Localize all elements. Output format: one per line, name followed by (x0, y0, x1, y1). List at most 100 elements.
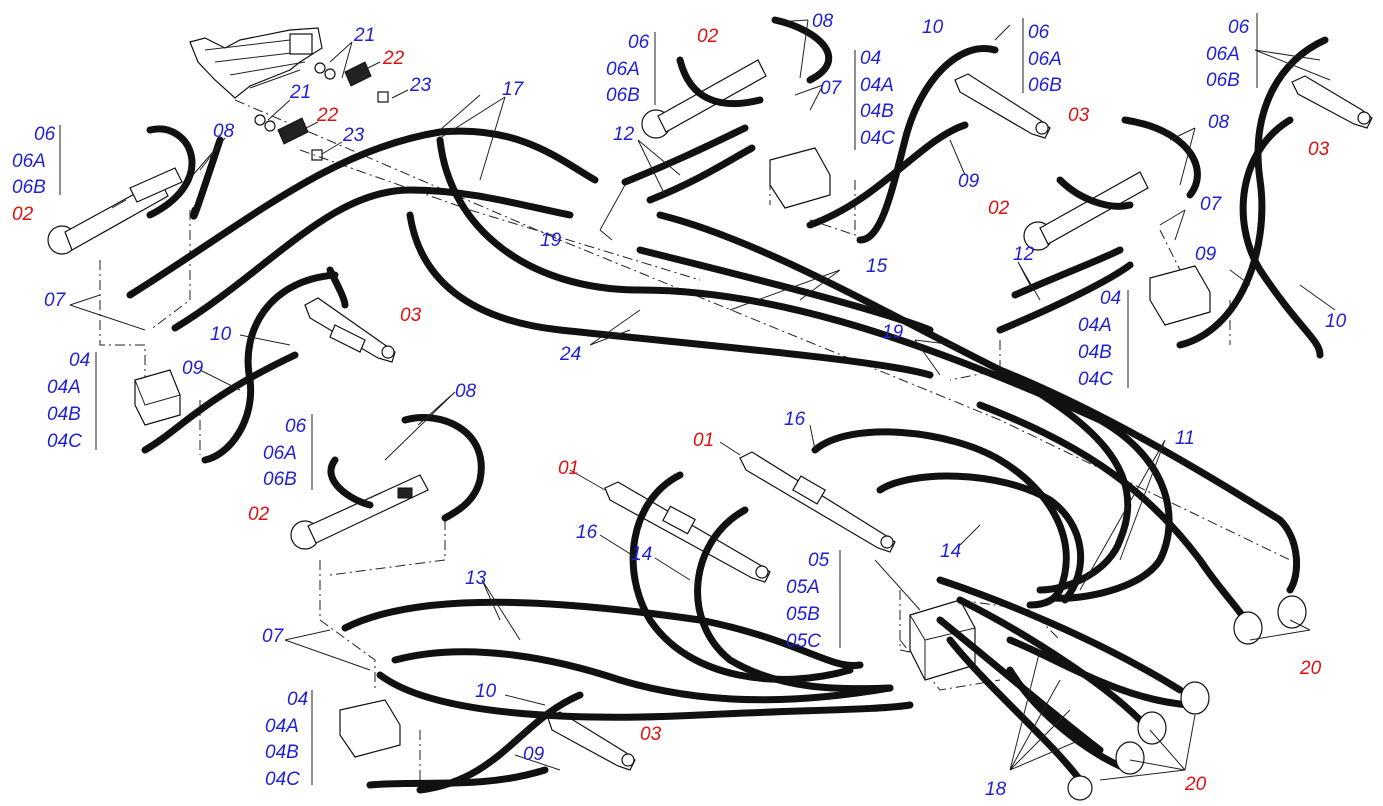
label-19: 19 (882, 322, 904, 343)
label-10: 10 (922, 17, 944, 38)
label-04: 04 (860, 48, 881, 69)
label-07: 07 (44, 290, 67, 311)
label-04A: 04A (47, 377, 81, 398)
label-05B: 05B (786, 604, 820, 625)
label-23: 23 (409, 75, 432, 96)
label-13: 13 (465, 568, 487, 589)
valve-block-top (769, 147, 831, 209)
label-03: 03 (400, 305, 422, 326)
label-14: 14 (631, 544, 652, 565)
label-04A: 04A (1078, 315, 1112, 336)
cylinder-02-top (641, 59, 767, 139)
label-08: 08 (1208, 112, 1230, 133)
label-06: 06 (1028, 22, 1050, 43)
valve-block-bottom (339, 699, 401, 758)
label-09: 09 (523, 744, 545, 765)
label-22: 22 (382, 48, 405, 69)
label-04A: 04A (265, 716, 299, 737)
label-06: 06 (285, 416, 307, 437)
cylinder-02-left (47, 167, 183, 255)
label-09: 09 (1195, 244, 1217, 265)
label-04: 04 (287, 689, 308, 710)
label-04C: 04C (47, 431, 82, 452)
label-16: 16 (576, 522, 598, 543)
label-03: 03 (1308, 139, 1330, 160)
label-07: 07 (1200, 194, 1223, 215)
label-02: 02 (12, 204, 34, 225)
label-10: 10 (475, 681, 497, 702)
label-06: 06 (628, 32, 650, 53)
label-06: 06 (1228, 17, 1250, 38)
label-01: 01 (693, 430, 714, 451)
label-20: 20 (1184, 774, 1207, 795)
label-03: 03 (1068, 105, 1090, 126)
label-16: 16 (784, 409, 806, 430)
label-04C: 04C (1078, 369, 1113, 390)
part-labels: 21 22 23 21 22 23 17 06 06A 06B 02 08 07… (12, 11, 1347, 800)
label-09: 09 (958, 171, 980, 192)
label-10: 10 (1325, 311, 1347, 332)
label-02: 02 (988, 198, 1010, 219)
label-07: 07 (820, 78, 843, 99)
label-06A: 06A (606, 59, 640, 80)
label-12: 12 (613, 124, 635, 145)
valve-block-left (134, 369, 181, 426)
label-08: 08 (455, 381, 477, 402)
quick-couplers-20 (1067, 595, 1307, 801)
label-08: 08 (213, 121, 235, 142)
label-21: 21 (353, 25, 375, 46)
label-12: 12 (1013, 244, 1035, 265)
label-06: 06 (34, 124, 56, 145)
label-10: 10 (210, 324, 232, 345)
label-06A: 06A (1028, 49, 1062, 70)
label-11: 11 (1175, 428, 1195, 449)
label-20: 20 (1299, 658, 1322, 679)
label-05C: 05C (786, 631, 821, 652)
label-06A: 06A (12, 151, 46, 172)
label-05: 05 (808, 550, 830, 571)
label-04: 04 (69, 350, 90, 371)
label-04: 04 (1100, 288, 1121, 309)
label-06A: 06A (1206, 44, 1240, 65)
label-02: 02 (697, 26, 719, 47)
label-24: 24 (559, 344, 581, 365)
label-04C: 04C (265, 769, 300, 790)
label-07: 07 (262, 626, 285, 647)
label-15: 15 (866, 256, 888, 277)
label-18: 18 (985, 779, 1007, 800)
cylinder-01-right (739, 451, 896, 553)
label-06A: 06A (263, 443, 297, 464)
label-04B: 04B (47, 404, 81, 425)
label-03: 03 (640, 724, 662, 745)
label-23: 23 (342, 125, 365, 146)
cylinder-01-left (604, 481, 771, 583)
label-06B: 06B (1028, 75, 1062, 96)
label-06B: 06B (263, 469, 297, 490)
label-04C: 04C (860, 128, 895, 149)
cylinder-02-center (290, 474, 429, 550)
label-22: 22 (316, 105, 339, 126)
hoses (126, 16, 1329, 794)
label-04B: 04B (1078, 342, 1112, 363)
label-17: 17 (502, 79, 525, 100)
cylinder-03-left (304, 297, 396, 363)
cylinder-03-top (954, 73, 1051, 139)
label-06B: 06B (606, 85, 640, 106)
label-08: 08 (812, 11, 834, 32)
label-05A: 05A (786, 577, 820, 598)
label-06B: 06B (12, 177, 46, 198)
leader-lines (69, 19, 1336, 781)
label-02: 02 (248, 504, 270, 525)
label-06B: 06B (1206, 70, 1240, 91)
label-04A: 04A (860, 75, 894, 96)
label-04B: 04B (265, 742, 299, 763)
label-04B: 04B (860, 101, 894, 122)
label-14: 14 (940, 541, 961, 562)
label-19: 19 (540, 230, 562, 251)
cylinder-02-right (1023, 171, 1149, 251)
label-09: 09 (182, 358, 204, 379)
cylinder-03-right (1291, 75, 1373, 129)
hitch-frame (189, 27, 389, 161)
